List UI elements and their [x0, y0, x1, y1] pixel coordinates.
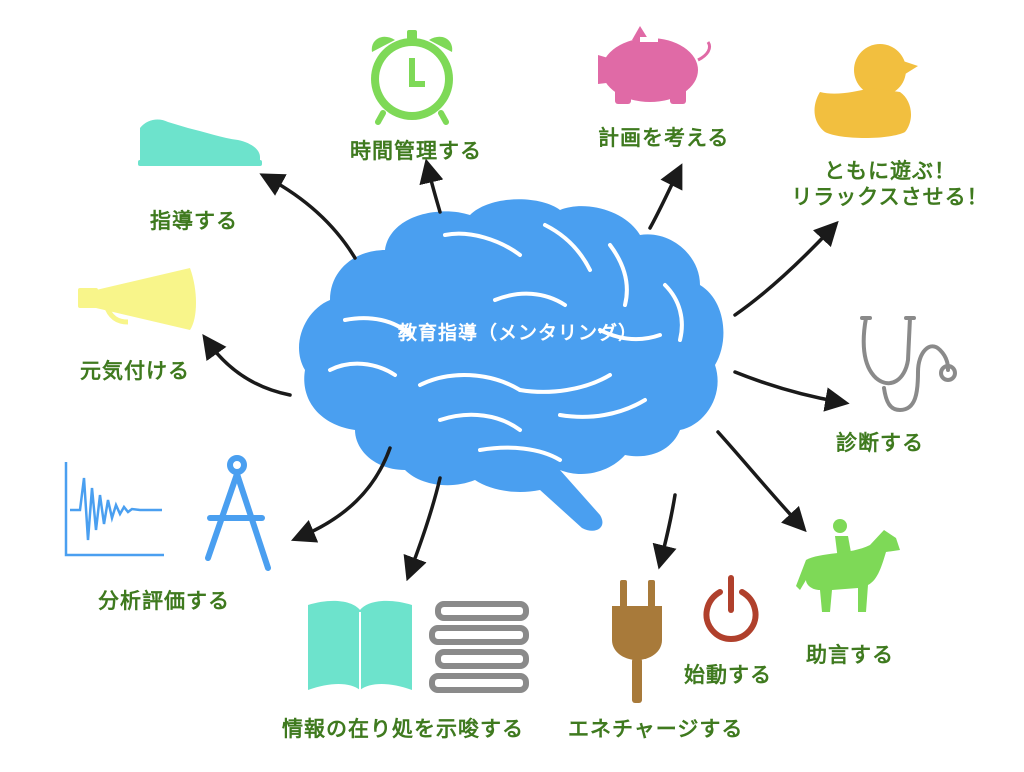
label-asobu-line2: リラックスさせる！ — [791, 185, 989, 210]
label-asobu-line1: ともに遊ぶ！ — [824, 159, 956, 183]
label-bunseki: 分析評価する — [98, 589, 230, 613]
label-jogen: 助言する — [806, 643, 894, 667]
brain-icon — [299, 199, 724, 531]
alarm-clock-icon — [371, 30, 453, 125]
stethoscope-icon — [860, 316, 957, 413]
arrow-to-jogen — [716, 430, 807, 533]
arrow-to-bunseki — [290, 446, 392, 543]
arrow-to-asobu — [733, 220, 839, 317]
open-book-icon — [308, 600, 412, 690]
arrow-to-jouhou — [403, 476, 442, 582]
compass-icon — [205, 455, 271, 571]
label-energy: エネチャージする — [568, 717, 744, 741]
arrow-to-shindan — [733, 370, 850, 412]
label-genki: 元気付ける — [80, 359, 190, 383]
label-jouhou: 情報の在り処を示唆する — [282, 717, 524, 741]
arrow-to-jikan — [419, 158, 444, 214]
label-jikan: 時間管理する — [350, 139, 482, 163]
plug-icon — [612, 580, 662, 703]
piggy-bank-icon — [598, 26, 712, 104]
label-asobu: ともに遊ぶ！ リラックスさせる！ — [780, 158, 1000, 211]
center-label: 教育指導（メンタリング） — [398, 322, 639, 344]
sneaker-icon — [138, 119, 262, 166]
arrow-to-shidou — [259, 173, 357, 260]
power-icon — [703, 575, 759, 642]
label-shidou2: 始動する — [684, 663, 772, 687]
arrow-to-energy — [652, 493, 677, 570]
arrow-to-genki — [202, 334, 292, 397]
signal-chart-icon — [64, 462, 164, 557]
brain-shape — [299, 199, 724, 531]
rubber-duck-icon — [814, 44, 918, 138]
megaphone-icon — [78, 268, 196, 330]
arrow-to-keikaku — [648, 163, 683, 230]
horse-rider-icon — [796, 519, 900, 612]
arrows — [202, 158, 850, 582]
label-keikaku: 計画を考える — [598, 126, 730, 150]
books-icon — [429, 601, 529, 693]
label-shindan: 診断する — [836, 431, 924, 455]
label-shidou: 指導する — [150, 209, 238, 233]
